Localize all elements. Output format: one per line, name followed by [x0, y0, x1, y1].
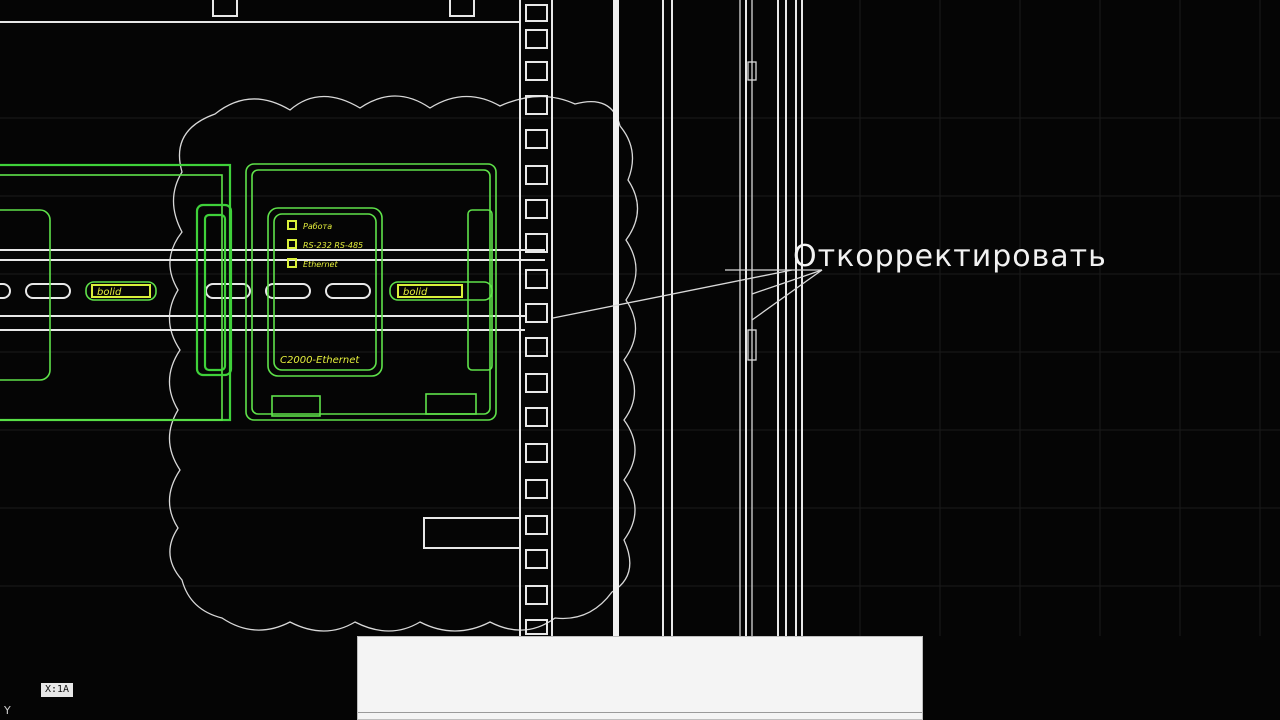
annotation-leader: [552, 269, 823, 321]
label-plate: [423, 517, 521, 549]
command-line-divider: [358, 712, 922, 713]
indicator-label-3: Ethernet: [303, 260, 338, 269]
brand-mark-module: bolid: [403, 287, 428, 298]
annotation-text: Откорректировать: [793, 239, 1107, 274]
indicator-label-1: Работа: [303, 222, 332, 231]
module-label: C2000-Ethernet: [280, 355, 360, 366]
ucs-axis-label: Y: [4, 704, 11, 717]
drawing-grid: [0, 0, 1280, 636]
brand-mark-left: bolid: [97, 287, 122, 298]
din-rail: [0, 249, 545, 331]
c2000-module: [245, 163, 497, 421]
indicator-label-2: RS-232 RS-485: [303, 241, 363, 250]
coordinate-badge: X:1A: [41, 683, 73, 697]
revision-cloud: [168, 95, 639, 632]
perforated-channel: [519, 0, 553, 640]
left-device: [0, 163, 233, 422]
vertical-profiles: [613, 0, 803, 636]
command-line-panel[interactable]: [357, 636, 923, 720]
top-wall: [0, 0, 520, 23]
